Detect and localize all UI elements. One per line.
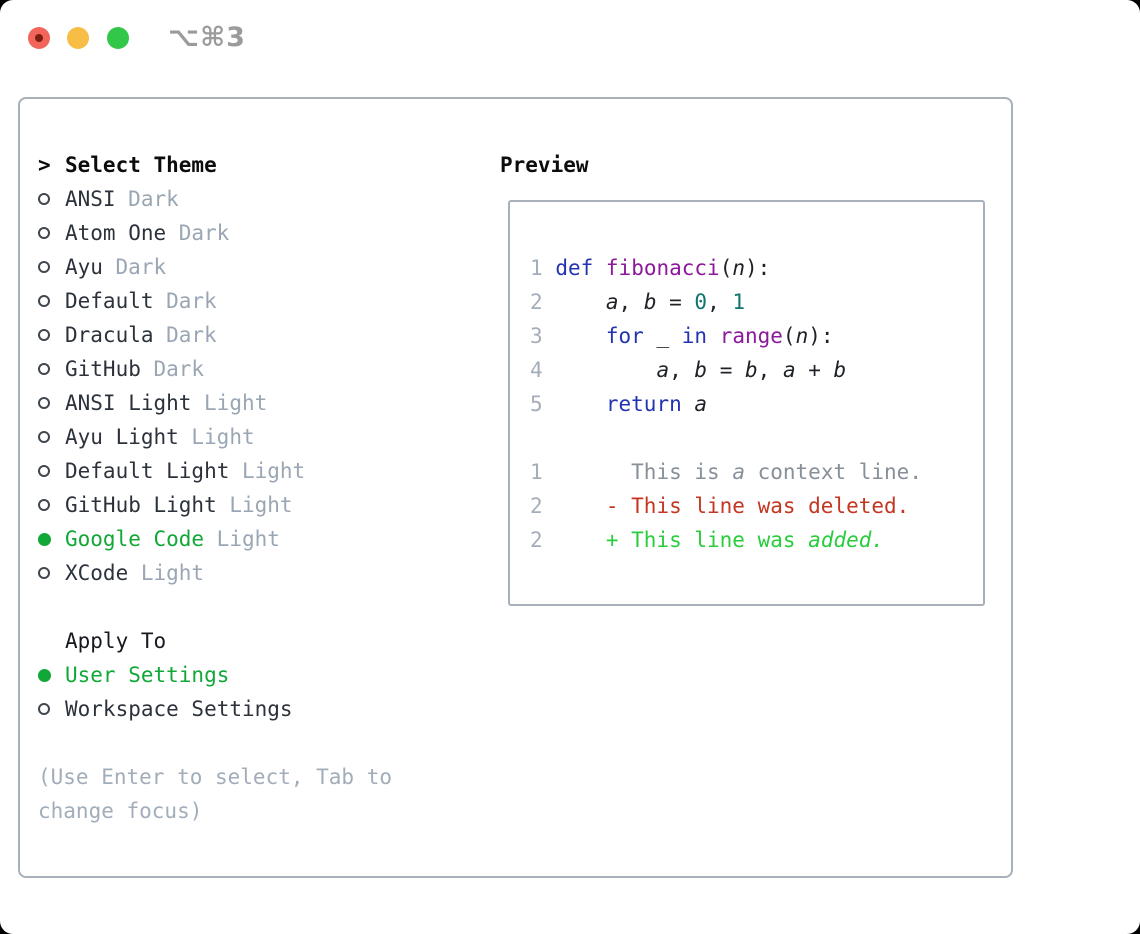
theme-list-item[interactable]: ANSI Light Light bbox=[38, 386, 468, 420]
code-line: 2 a, b = 0, 1 bbox=[530, 290, 746, 314]
theme-name: XCode bbox=[65, 561, 129, 585]
apply-option[interactable]: User Settings bbox=[38, 658, 468, 692]
theme-name: Ayu bbox=[65, 255, 103, 279]
radio-selected-icon bbox=[38, 658, 52, 692]
theme-variant-tag: Dark bbox=[153, 357, 205, 381]
line-number: 3 bbox=[530, 324, 543, 348]
apply-option[interactable]: Workspace Settings bbox=[38, 692, 468, 726]
option-name: User Settings bbox=[65, 663, 230, 687]
apply-to-header: Apply To bbox=[65, 629, 167, 653]
theme-list-item[interactable]: Ayu Light Light bbox=[38, 420, 468, 454]
theme-list-item[interactable]: ANSI Dark bbox=[38, 182, 468, 216]
prompt-icon: > bbox=[38, 153, 51, 177]
theme-variant-tag: Light bbox=[229, 493, 293, 517]
theme-list-item[interactable]: Ayu Dark bbox=[38, 250, 468, 284]
radio-icon bbox=[38, 420, 52, 454]
theme-list-header: Select Theme bbox=[65, 153, 217, 177]
theme-name: Default bbox=[65, 289, 154, 313]
code-line: 1 def fibonacci(n): bbox=[530, 256, 771, 280]
code-line: 5 return a bbox=[530, 392, 708, 416]
radio-icon bbox=[38, 556, 52, 590]
theme-list-item[interactable]: Atom One Dark bbox=[38, 216, 468, 250]
radio-icon bbox=[38, 386, 52, 420]
close-button[interactable] bbox=[28, 27, 50, 49]
radio-icon bbox=[38, 692, 52, 726]
theme-name: GitHub bbox=[65, 357, 141, 381]
zoom-button[interactable] bbox=[107, 27, 129, 49]
theme-name: Default Light bbox=[65, 459, 230, 483]
theme-name: Ayu Light bbox=[65, 425, 179, 449]
theme-variant-tag: Light bbox=[216, 527, 280, 551]
theme-list-item[interactable]: GitHub Light Light bbox=[38, 488, 468, 522]
hint-text: (Use Enter to select, Tab to change focu… bbox=[38, 765, 393, 823]
theme-name: Google Code bbox=[65, 527, 205, 551]
radio-icon bbox=[38, 216, 52, 250]
radio-icon bbox=[38, 250, 52, 284]
theme-list-header-row: > Select Theme bbox=[38, 148, 468, 182]
code-line: 4 a, b = b, a + b bbox=[530, 358, 847, 382]
title-bar: ⌥⌘3 bbox=[0, 0, 1140, 76]
theme-variant-tag: Light bbox=[204, 391, 268, 415]
line-number: 1 bbox=[530, 256, 543, 280]
code-line: 2 + This line was added. bbox=[530, 528, 885, 552]
theme-variant-tag: Dark bbox=[166, 323, 217, 347]
theme-list-item[interactable]: Google Code Light bbox=[38, 522, 468, 556]
line-number: 5 bbox=[530, 392, 543, 416]
radio-icon bbox=[38, 352, 52, 386]
code-line: 2 - This line was deleted. bbox=[530, 494, 910, 518]
line-number: 4 bbox=[530, 358, 543, 382]
radio-icon bbox=[38, 488, 52, 522]
theme-name: ANSI Light bbox=[65, 391, 192, 415]
minimize-button[interactable] bbox=[67, 27, 89, 49]
theme-list-item[interactable]: Dracula Dark bbox=[38, 318, 468, 352]
theme-variant-tag: Light bbox=[191, 425, 255, 449]
radio-icon bbox=[38, 284, 52, 318]
line-number: 2 bbox=[530, 290, 543, 314]
radio-icon bbox=[38, 454, 52, 488]
line-number: 1 bbox=[530, 460, 543, 484]
code-line: 3 for _ in range(n): bbox=[530, 324, 834, 348]
preview-code: 1 def fibonacci(n): 2 a, b = 0, 1 3 for _ … bbox=[510, 202, 983, 557]
window-title: ⌥⌘3 bbox=[168, 22, 246, 53]
radio-icon bbox=[38, 182, 52, 216]
theme-name: ANSI bbox=[65, 187, 116, 211]
option-name: Workspace Settings bbox=[65, 697, 293, 721]
theme-variant-tag: Light bbox=[241, 459, 306, 483]
code-line: 1 This is a context line. bbox=[530, 460, 922, 484]
radio-selected-icon bbox=[38, 522, 52, 556]
theme-list-item[interactable]: Default Light Light bbox=[38, 454, 468, 488]
theme-name: Dracula bbox=[65, 323, 154, 347]
theme-list-item[interactable]: Default Dark bbox=[38, 284, 468, 318]
theme-list-item[interactable]: XCode Light bbox=[38, 556, 468, 590]
theme-variant-tag: Dark bbox=[178, 221, 230, 245]
theme-variant-tag: Light bbox=[140, 561, 205, 585]
apply-to-spacer bbox=[38, 624, 52, 658]
preview-title: Preview bbox=[500, 153, 589, 177]
code-line bbox=[530, 421, 983, 455]
theme-list-item[interactable]: GitHub Dark bbox=[38, 352, 468, 386]
apply-to-header-row: Apply To bbox=[38, 624, 468, 658]
radio-icon bbox=[38, 318, 52, 352]
theme-variant-tag: Dark bbox=[166, 289, 217, 313]
theme-name: Atom One bbox=[65, 221, 167, 245]
line-number: 2 bbox=[530, 528, 543, 552]
theme-variant-tag: Dark bbox=[115, 255, 167, 279]
theme-name: GitHub Light bbox=[65, 493, 217, 517]
preview-box: 1 def fibonacci(n): 2 a, b = 0, 1 3 for _ … bbox=[508, 200, 985, 606]
theme-variant-tag: Dark bbox=[128, 187, 179, 211]
close-button-dot-icon bbox=[35, 34, 43, 42]
line-number: 2 bbox=[530, 494, 543, 518]
